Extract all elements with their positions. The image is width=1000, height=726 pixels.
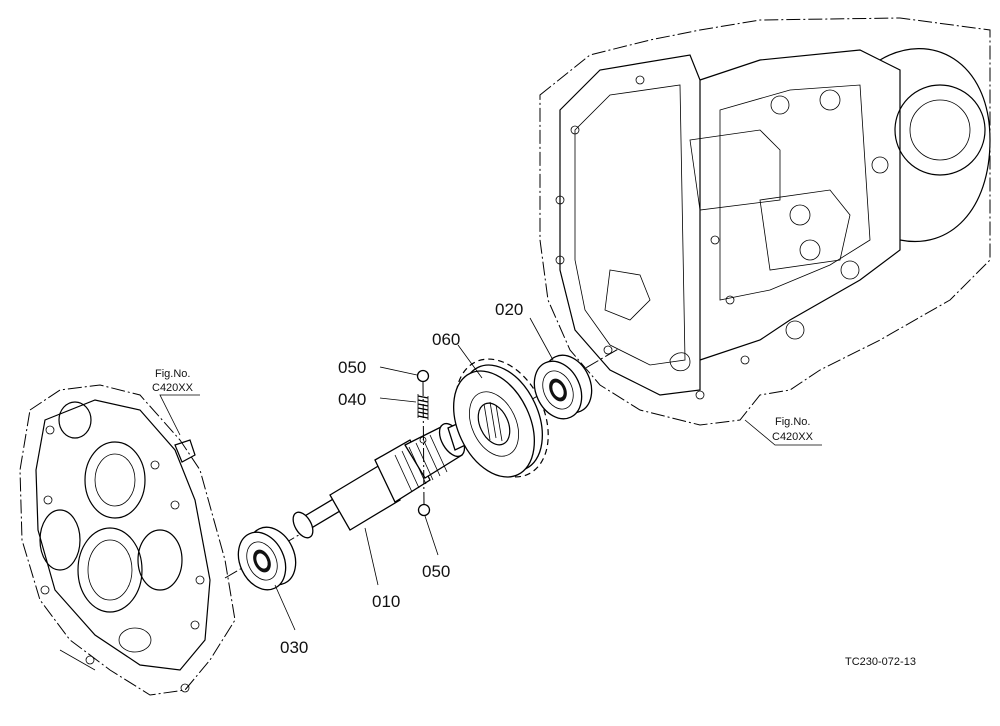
bearing-020	[533, 354, 593, 420]
callout-010: 010	[372, 592, 400, 611]
gear-060	[453, 358, 549, 478]
leader-lines	[159, 317, 822, 631]
fig-ref-right-label: Fig.No.	[775, 416, 810, 428]
callout-020: 020	[495, 300, 523, 319]
bearing-030	[237, 526, 297, 591]
callout-060: 060	[432, 330, 460, 349]
drawing-number: TC230-072-13	[845, 656, 916, 668]
fig-ref-left-label: Fig.No.	[155, 368, 190, 380]
ball-axis	[422, 381, 425, 506]
callout-030: 030	[280, 638, 308, 657]
callout-050-bottom: 050	[422, 562, 450, 581]
shaft-010	[292, 417, 481, 539]
ball-050-bottom	[417, 503, 431, 517]
transmission-case-right	[539, 17, 991, 426]
ball-050-top	[416, 369, 430, 383]
transmission-cover-left	[19, 384, 236, 696]
callout-040: 040	[338, 390, 366, 409]
callout-050-top: 050	[338, 358, 366, 377]
fig-ref-left-code: C420XX	[152, 382, 194, 394]
fig-ref-right-code: C420XX	[772, 431, 814, 443]
